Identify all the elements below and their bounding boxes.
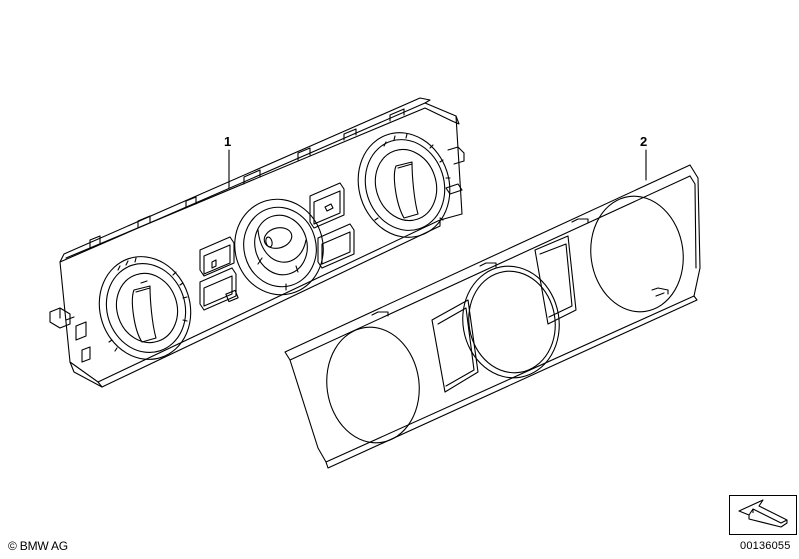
callout-1: 1 bbox=[224, 134, 232, 149]
copyright-symbol: © bbox=[8, 539, 17, 553]
arrow-next-icon[interactable] bbox=[729, 495, 797, 535]
figure-id: 00136055 bbox=[740, 540, 791, 552]
copyright-text: BMW AG bbox=[16, 539, 68, 553]
control-unit-part-1 bbox=[49, 97, 465, 388]
callout-2: 2 bbox=[640, 134, 648, 149]
trim-panel-part-2 bbox=[284, 164, 701, 469]
copyright-notice: © BMW AG bbox=[8, 540, 68, 553]
